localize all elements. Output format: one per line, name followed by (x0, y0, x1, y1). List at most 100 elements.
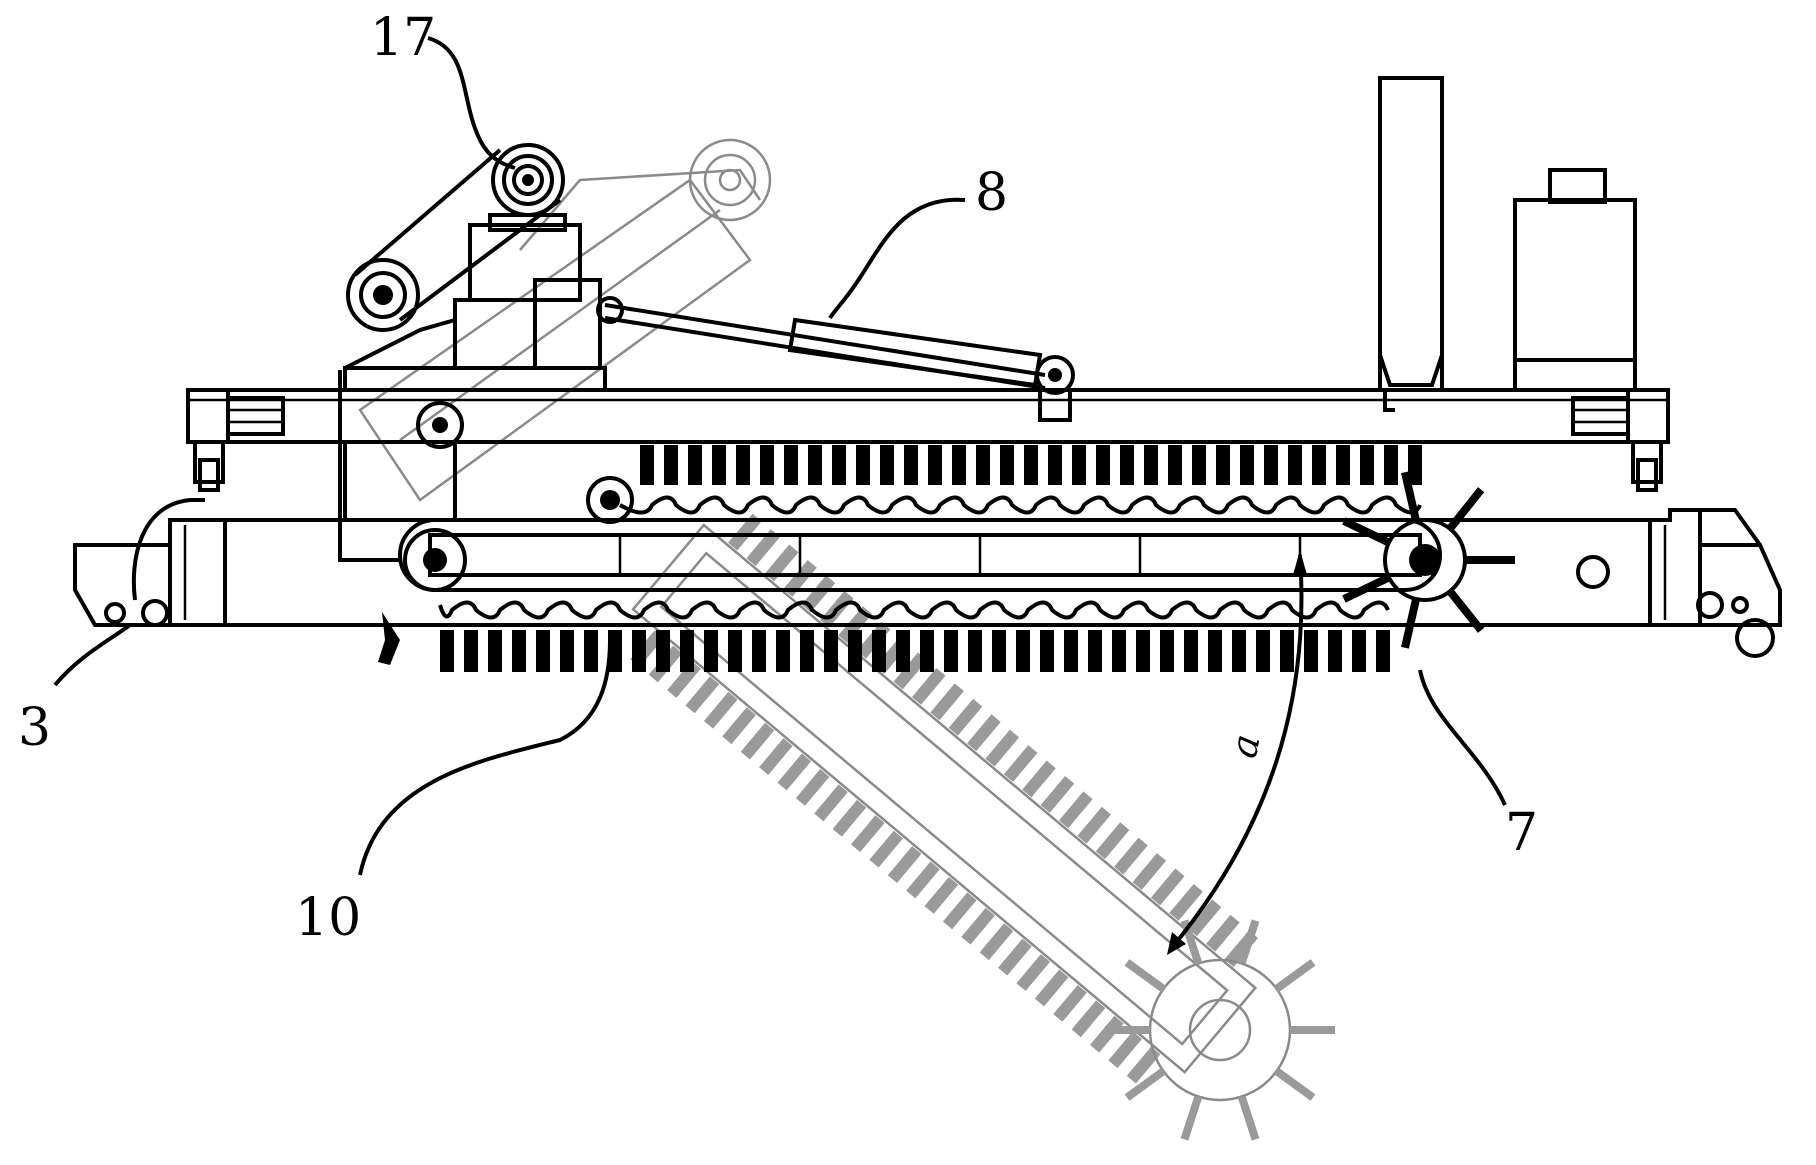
ghost-tooth (703, 691, 738, 729)
ghost-tooth (998, 938, 1032, 976)
sprocket-tooth (1342, 573, 1391, 603)
chain-tooth (1360, 445, 1374, 485)
chain-tooth (920, 630, 934, 672)
right-equipment (1378, 76, 1637, 412)
ghost-tooth (795, 768, 830, 806)
chain-tooth (1040, 630, 1054, 672)
tilted-winch (688, 138, 772, 222)
ghost-tooth (1003, 745, 1038, 782)
chain-tooth (1016, 630, 1030, 672)
chain-tooth (872, 630, 886, 672)
ghost-tooth (1206, 914, 1240, 952)
chain-tooth (904, 445, 918, 485)
chain-tooth (1384, 445, 1398, 485)
right-wheel (1696, 591, 1724, 619)
chain-tooth (688, 445, 702, 485)
chain-tooth (712, 445, 726, 485)
chain-tooth (1184, 630, 1198, 672)
chain-tooth (784, 445, 798, 485)
chain-tooth (736, 445, 750, 485)
horizontal-chain-cutter (378, 445, 1515, 672)
leader-10 (358, 639, 612, 876)
ghost-tooth (777, 753, 812, 791)
chain-tooth (1280, 630, 1294, 672)
angle-arc (1168, 554, 1304, 952)
sprocket-tooth (1401, 598, 1420, 649)
chain-tooth (1112, 630, 1126, 672)
sprocket-tooth (1401, 471, 1420, 522)
chain-tooth (1144, 445, 1158, 485)
main-frame (73, 388, 1782, 658)
chain-tooth (944, 630, 958, 672)
chain-tooth (800, 630, 814, 672)
ghost-spoke (1274, 1067, 1316, 1101)
chain-tooth (896, 630, 910, 672)
chain-tooth (1088, 630, 1102, 672)
ghost-tooth (728, 513, 762, 551)
chain-tooth (1048, 445, 1062, 485)
chain-tooth (856, 445, 870, 485)
chain-tooth (1208, 630, 1222, 672)
ghost-tooth (1132, 853, 1167, 890)
ghost-tooth (783, 559, 817, 597)
ghost-spoke (1274, 959, 1316, 993)
ghost-tooth (1053, 984, 1087, 1022)
ghost-tooth (685, 676, 720, 714)
ghost-tooth (1071, 1000, 1106, 1038)
chain-tooth (1072, 445, 1086, 485)
chain-tooth (632, 630, 646, 672)
leader-17 (427, 36, 516, 170)
chain-tooth (1408, 445, 1422, 485)
chain-tooth (440, 630, 454, 672)
ghost-tooth (1108, 1031, 1142, 1069)
ghost-tooth (911, 667, 946, 705)
superstructure (338, 143, 607, 562)
ghost-tooth (722, 707, 756, 745)
idler-wheel (403, 528, 467, 592)
ghost-tooth (1095, 822, 1130, 860)
left-wheel (141, 599, 169, 627)
ghost-tooth (1077, 806, 1112, 844)
chain-tooth (1168, 445, 1182, 485)
ghost-tooth (893, 652, 928, 690)
chain-tooth (680, 630, 694, 672)
leader-3 (53, 623, 132, 687)
chain-tooth (1240, 445, 1254, 485)
chain-tooth (968, 630, 982, 672)
tilted-cutter-arm (358, 138, 1335, 1141)
chain-tooth (488, 630, 502, 672)
ghost-tooth (1187, 899, 1222, 937)
ghost-tooth (1016, 954, 1051, 991)
chain-tooth (1288, 445, 1302, 485)
chain-tooth (656, 630, 670, 672)
label-8: 8 (975, 163, 1008, 223)
ghost-tooth (930, 683, 964, 721)
chain-tooth (1120, 445, 1134, 485)
hydraulic-cylinder-8 (596, 296, 1075, 422)
chassis-bolt (1576, 555, 1610, 589)
ghost-tooth (979, 923, 1014, 961)
ghost-spoke (1124, 1067, 1166, 1101)
chain-tooth (760, 445, 774, 485)
ghost-spoke (1124, 959, 1166, 993)
chain-tooth (512, 630, 526, 672)
chain-tooth (1232, 630, 1246, 672)
chain-boom (398, 518, 1442, 592)
ghost-tooth (1034, 969, 1069, 1007)
chain-tooth (808, 445, 822, 485)
chain-tooth (928, 445, 942, 485)
winch-left (346, 258, 420, 332)
ghost-tooth (832, 799, 867, 837)
ghost-spoke (1237, 1095, 1260, 1141)
ghost-spoke (1237, 919, 1260, 965)
ghost-tooth (1126, 1046, 1161, 1084)
ghost-tooth (967, 714, 1001, 752)
chain-tooth (1336, 445, 1350, 485)
label-10: 10 (295, 888, 361, 948)
ghost-tooth (1040, 775, 1075, 813)
chain-tooth (536, 630, 550, 672)
chain-tooth (1352, 630, 1366, 672)
chain-tooth (776, 630, 790, 672)
chain-tooth (1136, 630, 1150, 672)
